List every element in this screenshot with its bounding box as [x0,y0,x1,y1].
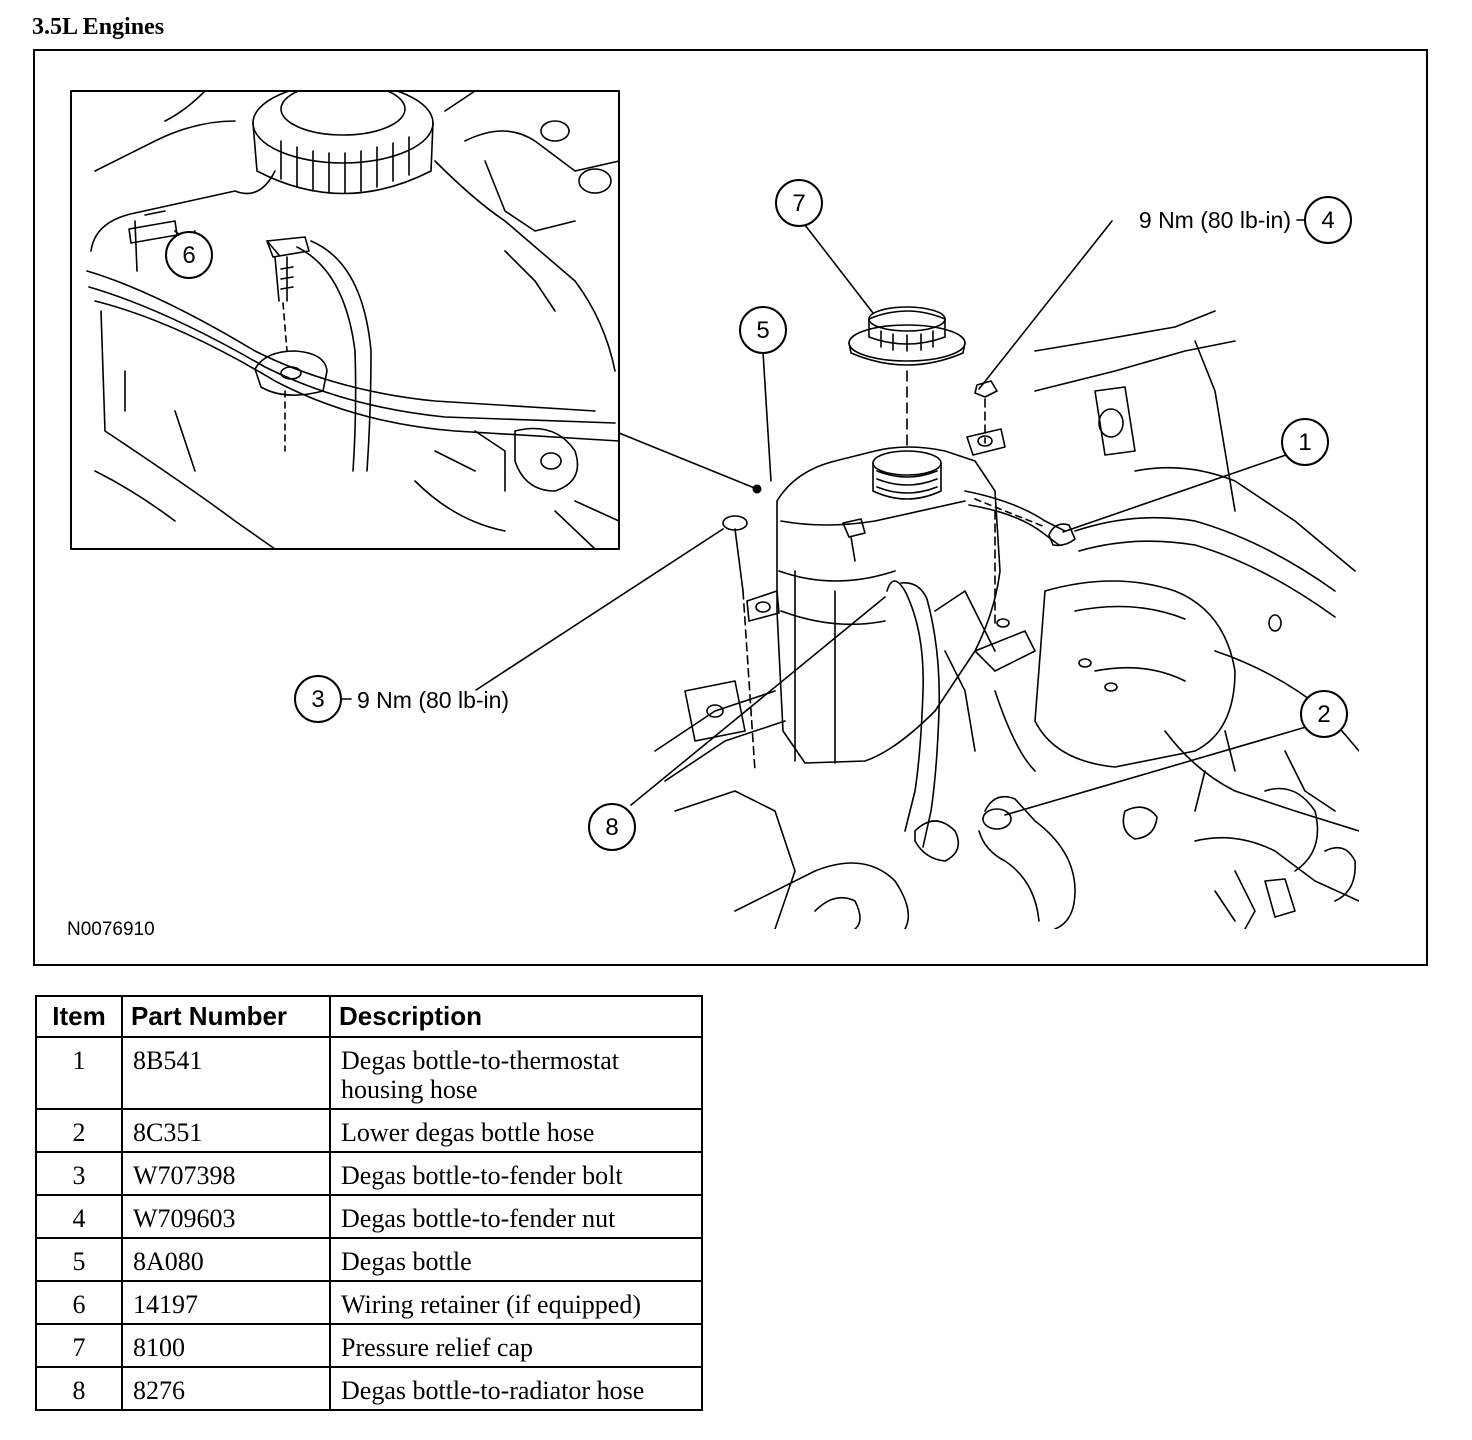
part-number-cell: 14197 [121,1280,331,1325]
callout-1: 1 [1281,418,1329,466]
table-header-row: Item Part Number Description [35,995,703,1038]
torque-callout-3: 9 Nm (80 lb-in) [357,687,509,713]
description-cell: Degas bottle-to-fender nut [329,1194,703,1239]
description-cell: Wiring retainer (if equipped) [329,1280,703,1325]
table-row: 3 W707398 Degas bottle-to-fender bolt [35,1151,703,1196]
svg-text:6: 6 [182,242,195,269]
item-cell: 1 [35,1036,123,1110]
item-cell: 8 [35,1366,123,1411]
detail-inset [70,90,620,550]
section-title: 3.5L Engines [32,14,165,40]
description-cell: Degas bottle-to-thermostat housing hose [329,1036,703,1110]
item-cell: 4 [35,1194,123,1239]
part-number-cell: 8A080 [121,1237,331,1282]
part-number-cell: W707398 [121,1151,331,1196]
part-number-cell: 8100 [121,1323,331,1368]
svg-text:2: 2 [1317,701,1330,728]
description-cell: Degas bottle-to-radiator hose [329,1366,703,1411]
table-row: 2 8C351 Lower degas bottle hose [35,1108,703,1153]
callout-6: 6 [165,231,213,279]
part-number-cell: W709603 [121,1194,331,1239]
header-description: Description [329,995,703,1038]
main-assembly [654,306,1359,929]
callout-2: 2 [1300,690,1348,738]
item-cell: 7 [35,1323,123,1368]
table-row: 7 8100 Pressure relief cap [35,1323,703,1368]
parts-table: Item Part Number Description 1 8B541 Deg… [35,995,703,1411]
svg-text:4: 4 [1321,207,1334,234]
figure-drawing: 1 2 3 9 Nm (80 lb-in) 4 9 Nm (80 lb-in) … [67,90,1359,940]
svg-text:3: 3 [311,686,324,713]
callout-3: 3 [294,675,352,723]
part-number-cell: 8276 [121,1366,331,1411]
svg-text:8: 8 [605,814,618,841]
exploded-view-figure: 1 2 3 9 Nm (80 lb-in) 4 9 Nm (80 lb-in) … [33,49,1428,966]
callout-4: 4 [1296,196,1352,244]
part-number-cell: 8B541 [121,1036,331,1110]
description-cell: Lower degas bottle hose [329,1108,703,1153]
item-cell: 6 [35,1280,123,1325]
table-row: 6 14197 Wiring retainer (if equipped) [35,1280,703,1325]
leader-lines [266,220,1307,816]
table-row: 1 8B541 Degas bottle-to-thermostat housi… [35,1036,703,1110]
callout-5: 5 [739,306,787,354]
callout-8: 8 [588,803,636,851]
header-part-number: Part Number [121,995,331,1038]
svg-text:1: 1 [1298,429,1311,456]
svg-text:5: 5 [756,317,769,344]
table-row: 4 W709603 Degas bottle-to-fender nut [35,1194,703,1239]
description-cell: Degas bottle-to-fender bolt [329,1151,703,1196]
description-cell: Degas bottle [329,1237,703,1282]
table-row: 5 8A080 Degas bottle [35,1237,703,1282]
item-cell: 2 [35,1108,123,1153]
description-cell: Pressure relief cap [329,1323,703,1368]
figure-id: N0076910 [67,919,155,940]
callout-7: 7 [775,179,823,227]
item-cell: 5 [35,1237,123,1282]
header-item: Item [35,995,123,1038]
part-number-cell: 8C351 [121,1108,331,1153]
item-cell: 3 [35,1151,123,1196]
svg-text:7: 7 [792,190,805,217]
torque-callout-4: 9 Nm (80 lb-in) [1139,207,1291,233]
table-row: 8 8276 Degas bottle-to-radiator hose [35,1366,703,1411]
